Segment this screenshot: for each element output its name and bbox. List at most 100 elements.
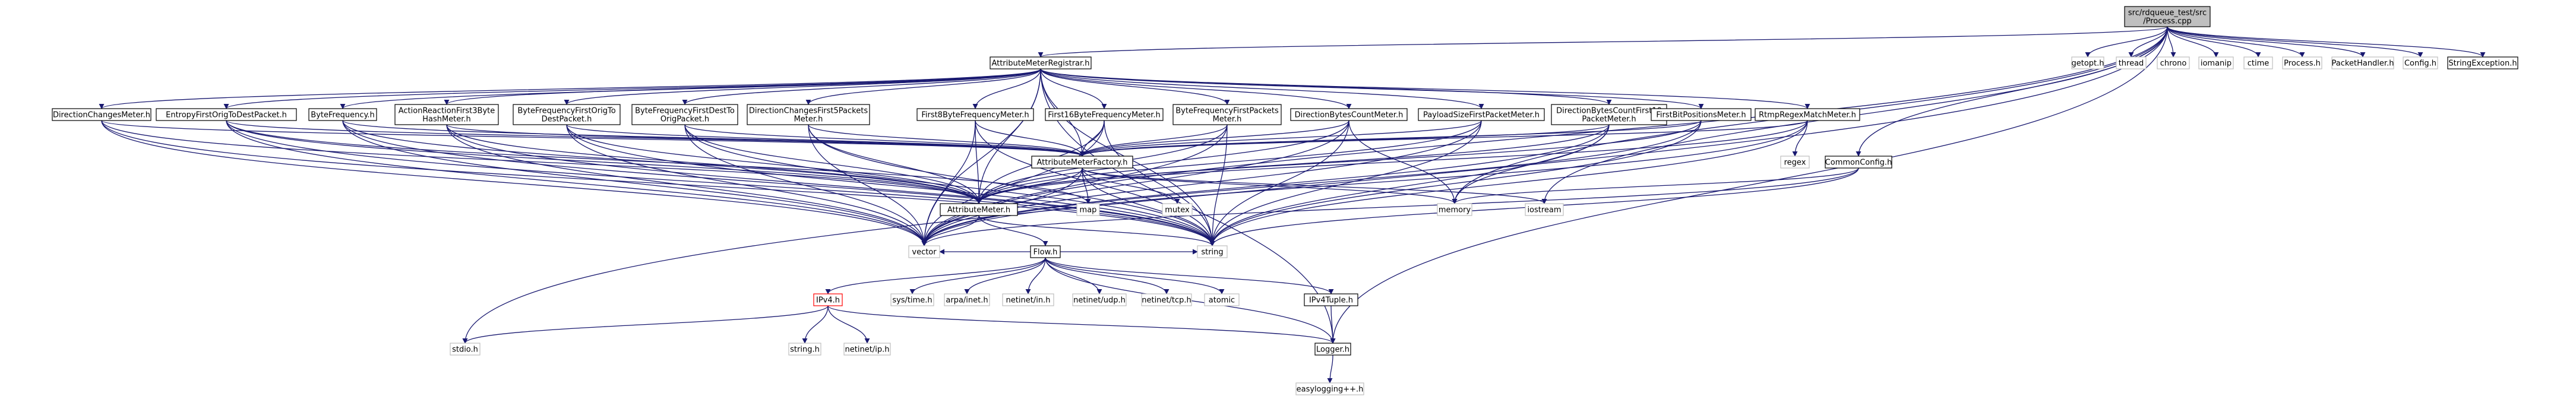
node-label: ByteFrequencyFirstDestTo <box>635 107 735 116</box>
node-label: Config.h <box>2404 59 2436 68</box>
node-logger[interactable]: Logger.h <box>1314 343 1351 356</box>
node-f16b[interactable]: First16ByteFrequencyMeter.h <box>1045 108 1164 121</box>
node-label: AttributeMeterRegistrar.h <box>991 59 1089 68</box>
edge-rtmp-to-string <box>1209 120 1808 246</box>
node-stringexc[interactable]: StringException.h <box>2447 56 2518 69</box>
edge-ipv4-to-netinetip <box>827 305 870 344</box>
node-cconfig[interactable]: CommonConfig.h <box>1825 156 1892 169</box>
node-netinetudp[interactable]: netinet/udp.h <box>1072 293 1127 306</box>
edge-f8b-to-amh <box>975 120 982 204</box>
node-fbp[interactable]: FirstBitPositionsMeter.h <box>1651 108 1752 121</box>
node-label: DestPacket.h <box>542 115 592 124</box>
node-label: FirstBitPositionsMeter.h <box>1656 111 1746 120</box>
edge-amr-to-rtmp <box>1040 68 1810 109</box>
node-box <box>908 245 940 258</box>
edge-psf-to-amf <box>1079 120 1482 157</box>
node-ipv4tuple[interactable]: IPv4Tuple.h <box>1304 293 1358 306</box>
edge-bfh-to-vector <box>342 120 927 246</box>
node-label: DirectionChangesFirst5Packets <box>749 107 868 116</box>
node-box <box>2243 56 2273 69</box>
nodes-layer: src/rdqueue_test/src/Process.cppAttribut… <box>52 6 2518 395</box>
edge-rtmp-to-amh <box>976 120 1808 204</box>
edge-bffo-to-vector <box>566 124 927 246</box>
node-dbc[interactable]: DirectionBytesCountMeter.h <box>1290 108 1408 121</box>
edge-psf-to-string <box>1209 120 1482 246</box>
node-regex[interactable]: regex <box>1780 156 1810 169</box>
edge-f16b-to-vector <box>921 120 1105 246</box>
edge-amf-to-map <box>1082 167 1091 204</box>
node-vector[interactable]: vector <box>908 245 940 258</box>
node-box <box>788 343 821 356</box>
node-f8b[interactable]: First8ByteFrequencyMeter.h <box>916 108 1034 121</box>
node-box <box>1780 156 1810 169</box>
edge-process-to-iomanip <box>2167 26 2219 58</box>
edge-flow-to-arpainet <box>964 257 1046 294</box>
edge-efo-to-amh <box>226 120 982 204</box>
node-atomic[interactable]: atomic <box>1204 293 1240 306</box>
node-dcm[interactable]: DirectionChangesMeter.h <box>52 108 151 121</box>
node-mutex[interactable]: mutex <box>1162 203 1193 216</box>
edge-process-to-ctime <box>2167 26 2261 58</box>
node-amr[interactable]: AttributeMeterRegistrar.h <box>990 56 1092 69</box>
node-iomanip[interactable]: iomanip <box>2198 56 2234 69</box>
node-processh[interactable]: Process.h <box>2282 56 2322 69</box>
node-label: Process.h <box>2284 59 2321 68</box>
node-netinetip[interactable]: netinet/ip.h <box>843 343 891 356</box>
node-configh[interactable]: Config.h <box>2403 56 2438 69</box>
node-easylog[interactable]: easylogging++.h <box>1295 382 1364 395</box>
node-thread[interactable]: thread <box>2116 56 2147 69</box>
node-box <box>2447 56 2518 69</box>
node-label: PayloadSizeFirstPacketMeter.h <box>1423 111 1540 120</box>
node-label: ByteFrequencyFirstPackets <box>1175 107 1279 116</box>
node-amf[interactable]: AttributeMeterFactory.h <box>1031 156 1133 169</box>
node-iostream[interactable]: iostream <box>1525 203 1564 216</box>
edge-amr-to-arf <box>444 68 1041 105</box>
node-label: IPv4.h <box>816 296 840 305</box>
edge-process-to-logger <box>1330 26 2168 344</box>
node-getopt[interactable]: getopt.h <box>2071 56 2104 69</box>
node-stdio[interactable]: stdio.h <box>450 343 481 356</box>
node-map[interactable]: map <box>1076 203 1100 216</box>
node-amh[interactable]: AttributeMeter.h <box>940 203 1018 216</box>
node-label: CommonConfig.h <box>1825 159 1892 167</box>
node-bfh[interactable]: ByteFrequency.h <box>308 108 377 121</box>
node-label: memory <box>1439 206 1471 215</box>
node-efo[interactable]: EntropyFirstOrigToDestPacket.h <box>156 108 297 121</box>
node-process[interactable]: src/rdqueue_test/src/Process.cpp <box>2124 6 2211 27</box>
node-box <box>1045 108 1164 121</box>
edge-bffp-to-amf <box>1079 124 1228 157</box>
node-memory[interactable]: memory <box>1437 203 1472 216</box>
node-rtmp[interactable]: RtmpRegexMatchMeter.h <box>1755 108 1860 121</box>
node-packethandler[interactable]: PacketHandler.h <box>2331 56 2394 69</box>
node-box <box>990 56 1092 69</box>
node-chrono[interactable]: chrono <box>2157 56 2190 69</box>
edge-f8b-to-vector <box>921 120 976 246</box>
node-netinettcp[interactable]: netinet/tcp.h <box>1141 293 1192 306</box>
node-flow[interactable]: Flow.h <box>1030 245 1061 258</box>
edge-amr-to-dcfp <box>805 68 1041 105</box>
edge-bffd-to-amf <box>684 124 1085 157</box>
edge-bfh-to-string <box>342 120 1215 246</box>
edge-amf-to-iostream <box>1082 167 1547 204</box>
node-arpainet[interactable]: arpa/inet.h <box>944 293 990 306</box>
node-label: ByteFrequency.h <box>311 111 374 120</box>
node-ctime[interactable]: ctime <box>2243 56 2273 69</box>
node-ipv4[interactable]: IPv4.h <box>813 293 843 306</box>
edge-bfh-to-amf <box>342 120 1085 157</box>
node-string[interactable]: string <box>1197 245 1228 258</box>
node-stringh[interactable]: string.h <box>788 343 821 356</box>
node-label: EntropyFirstOrigToDestPacket.h <box>166 111 287 120</box>
node-box <box>394 104 499 125</box>
node-psf[interactable]: PayloadSizeFirstPacketMeter.h <box>1418 108 1545 121</box>
node-box <box>52 108 151 121</box>
node-netinetin[interactable]: netinet/in.h <box>1002 293 1054 306</box>
node-systime[interactable]: sys/time.h <box>890 293 934 306</box>
node-box <box>813 293 843 306</box>
